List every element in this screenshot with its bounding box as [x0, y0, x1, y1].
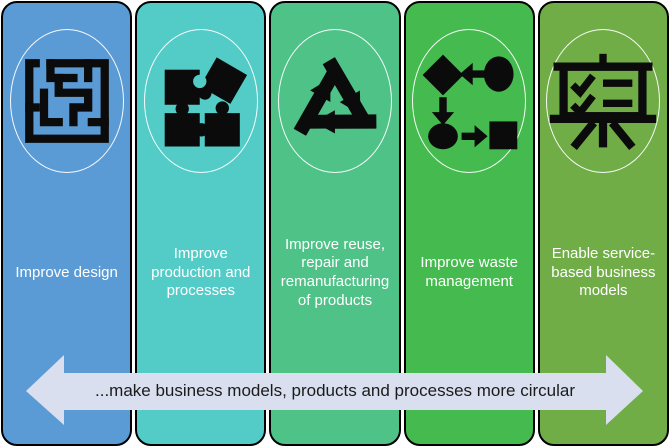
column-enable-service-models: Enable service-based business models [537, 1, 669, 446]
recycle-icon [282, 47, 388, 155]
presentation-board-icon [550, 53, 657, 150]
column-improve-design: Improve design [1, 1, 133, 446]
arrow-label: ...make business models, products and pr… [95, 380, 575, 400]
column-label: Enable service-based business models [551, 245, 656, 300]
double-arrow-icon [26, 355, 643, 425]
column-label: Improve waste management [420, 254, 518, 290]
circularity-arrow-banner: ...make business models, products and pr… [0, 348, 670, 428]
column-label: Improve production and processes [151, 245, 251, 300]
circle-outline [9, 29, 124, 173]
column-improve-production: Improve production and processes [135, 1, 267, 446]
column-label: Improve design [15, 263, 118, 281]
maze-icon [24, 59, 109, 143]
flowchart-icon [422, 54, 518, 150]
column-label: Improve reuse, repair and remanufacturin… [280, 235, 390, 309]
column-improve-reuse: Improve reuse, repair and remanufacturin… [269, 1, 401, 446]
circle-outline [412, 29, 527, 173]
puzzle-icon [164, 57, 247, 147]
column-improve-waste: Improve waste management [403, 1, 535, 446]
circle-outline [143, 29, 258, 173]
circle-outline [277, 29, 392, 173]
circle-outline [546, 29, 661, 173]
